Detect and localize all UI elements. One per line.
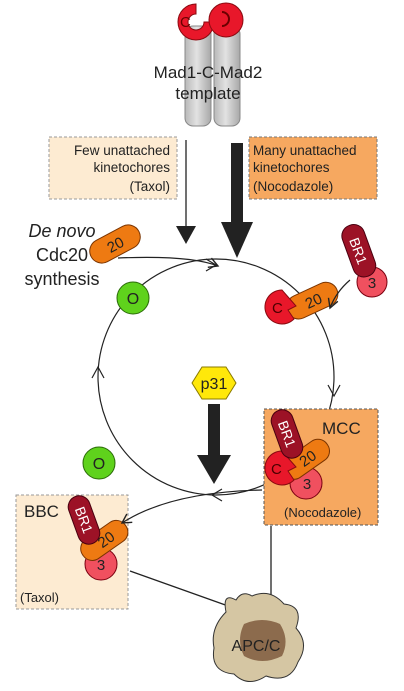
mcc-note: (Nocodazole)	[284, 505, 361, 520]
bbc-title: BBC	[24, 502, 59, 521]
mcc-title: MCC	[322, 419, 361, 438]
p31-thick-arrow	[197, 404, 231, 484]
denovo-line1: De novo	[28, 221, 95, 241]
bbc-complex: 3 20 BR1	[67, 495, 129, 581]
cycle-arrow-right	[327, 384, 341, 398]
thick-arrow-many	[221, 143, 253, 258]
cycle-arrow-bottom	[210, 488, 223, 502]
few-line2: kinetochores	[93, 160, 170, 175]
apc-c-complex: APC/C	[212, 592, 304, 682]
apc-c-label: APC/C	[232, 638, 281, 655]
mcc-to-bbc-arrow	[120, 489, 263, 524]
bubr1-entry-arrow	[327, 279, 351, 310]
many-line2: kinetochores	[253, 160, 330, 175]
p31-comet: p31	[191, 366, 237, 400]
free-cdc20-label: 20	[104, 234, 127, 257]
mcc-c-label: C	[271, 461, 282, 478]
open-mad2-bottom-label: O	[93, 456, 105, 473]
open-mad2-bottom: O	[82, 446, 116, 480]
few-line1: Few unattached	[74, 143, 170, 158]
free-cdc20: 20	[89, 224, 141, 264]
mcc-complex: 3 20 C BR1	[264, 409, 330, 500]
mcc-bub3-label: 3	[303, 476, 311, 493]
bbc-bub3-label: 3	[97, 557, 105, 574]
denovo-line2: Cdc20	[36, 245, 88, 265]
cycle-arrow-left	[91, 365, 105, 379]
bbc-box: BBC (Taxol) 3 20 BR1	[15, 494, 129, 610]
denovo-line3: synthesis	[24, 269, 99, 289]
few-line3: (Taxol)	[129, 179, 170, 194]
cdc20-entry-arrow	[117, 256, 220, 269]
template-title: Mad1-C-Mad2	[154, 63, 263, 82]
c-mad2-cdc20-complex: 20 C	[264, 281, 339, 325]
many-line1: Many unattached	[253, 143, 357, 158]
many-line3: (Nocodazole)	[253, 179, 333, 194]
many-unattached-box: Many unattached kinetochores (Nocodazole…	[248, 136, 378, 200]
complex-c-label: C	[272, 300, 283, 317]
de-novo-cdc20-label: De novo Cdc20 synthesis	[24, 221, 99, 289]
open-mad2-top: O	[116, 281, 150, 315]
template-c-label-left: C	[180, 14, 191, 31]
bbc-inhibition	[129, 570, 236, 616]
free-bub3-label: 3	[368, 275, 376, 292]
bbc-note: (Taxol)	[20, 590, 59, 605]
mcc-cdc20-label: 20	[296, 447, 319, 470]
few-unattached-box: Few unattached kinetochores (Taxol)	[48, 136, 178, 200]
cycle-arrow-top	[205, 258, 218, 272]
closed-mad2-left: C	[177, 3, 215, 41]
complex-cdc20-label: 20	[303, 290, 325, 312]
mad1-c-mad2-template: C Mad1-C-Mad2 template	[154, 2, 263, 127]
p31-label: p31	[201, 376, 228, 393]
bbc-cdc20-label: 20	[95, 528, 118, 551]
mcc-box: MCC (Nocodazole) 3 20 C BR1	[263, 408, 379, 526]
thin-arrow-few	[176, 140, 196, 244]
free-bubr1-bub3: 3 BR1	[341, 224, 388, 298]
closed-mad2-right	[208, 2, 244, 38]
template-subtitle: template	[175, 84, 240, 103]
mad1-left-cylinder	[184, 25, 212, 127]
cycle-circle	[97, 258, 335, 496]
open-mad2-top-label: O	[127, 291, 139, 308]
